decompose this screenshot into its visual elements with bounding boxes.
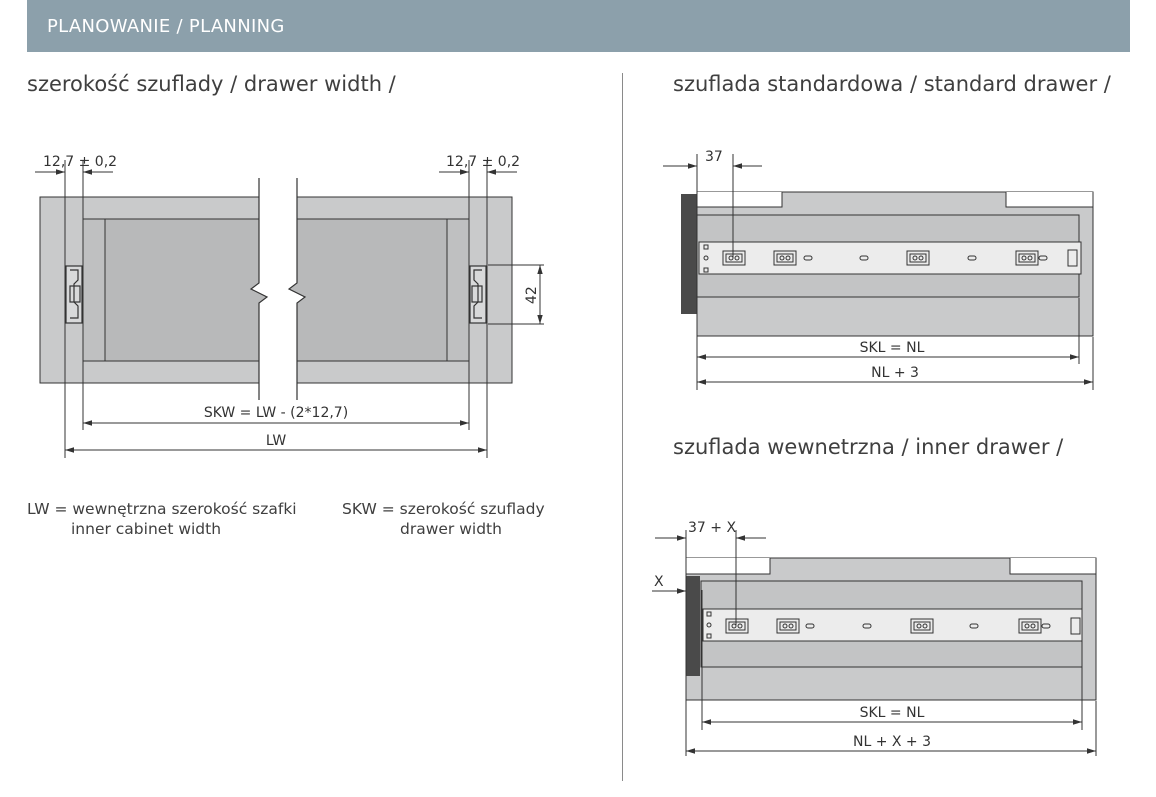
standard-drawer-front	[681, 194, 697, 314]
break-line-right	[287, 178, 307, 400]
section-title: PLANOWANIE / PLANNING	[47, 16, 285, 37]
standard-rail-holes	[703, 244, 1078, 273]
standard-slide-rail	[698, 241, 1082, 275]
tolerance-right-label: 12,7 ± 0,2	[446, 154, 520, 170]
inner-x-label: X	[654, 574, 664, 590]
skw-formula-label: SKW = LW - (2*12,7)	[204, 405, 348, 421]
lw-label: LW	[266, 433, 287, 449]
legend-skw-line2: drawer width	[400, 520, 502, 538]
standard-dim-lines	[663, 154, 1094, 390]
standard-offset-label: 37	[705, 149, 723, 165]
extension-lines	[64, 160, 544, 458]
legend-skw-line1: SKW = szerokość szuflady	[342, 500, 545, 518]
tolerance-dims	[35, 169, 543, 453]
drawer-width-drawing: 12,7 ± 0,2 12,7 ± 0,2 42 SKW = LW - (2*1…	[35, 154, 544, 458]
standard-drawer-heading: szuflada standardowa / standard drawer /	[673, 72, 1111, 96]
tolerance-left-label: 12,7 ± 0,2	[43, 154, 117, 170]
rail-profile-left	[65, 265, 83, 324]
standard-notch-left	[696, 192, 783, 208]
legend-lw-line2: inner cabinet width	[71, 520, 222, 538]
break-line-left	[249, 178, 269, 400]
standard-notch-right	[1005, 192, 1094, 208]
standard-total-label: NL + 3	[871, 365, 919, 381]
section-header: PLANOWANIE / PLANNING	[27, 0, 1130, 52]
standard-skl-label: SKL = NL	[860, 340, 925, 356]
inner-notch-right	[1009, 558, 1097, 575]
drawer-width-heading: szerokość szuflady / drawer width /	[27, 72, 396, 96]
inner-offset-label: 37 + X	[688, 520, 736, 536]
legend-lw: LW = wewnętrzna szerokość szafki inner c…	[27, 499, 297, 539]
column-divider	[622, 73, 623, 781]
inner-rail-holes	[706, 611, 1081, 639]
inner-notch-left	[685, 558, 771, 575]
break-gap	[251, 178, 305, 400]
height-42-label: 42	[524, 286, 540, 304]
inner-drawer-front	[686, 576, 700, 676]
legend-lw-line1: LW = wewnętrzna szerokość szafki	[27, 500, 297, 518]
legend-skw: SKW = szerokość szuflady drawer width	[342, 499, 545, 539]
inner-skl-label: SKL = NL	[860, 705, 925, 721]
standard-drawer-drawing: 37 SKL = NL NL + 3	[663, 149, 1094, 390]
inner-drawer-drawing: 37 + X X SKL = NL NL + X + 3	[652, 520, 1097, 756]
inner-total-label: NL + X + 3	[853, 734, 931, 750]
inner-drawer-heading: szuflada wewnetrzna / inner drawer /	[673, 435, 1064, 459]
inner-dim-lines	[652, 530, 1097, 756]
rail-profile-right	[469, 265, 487, 324]
